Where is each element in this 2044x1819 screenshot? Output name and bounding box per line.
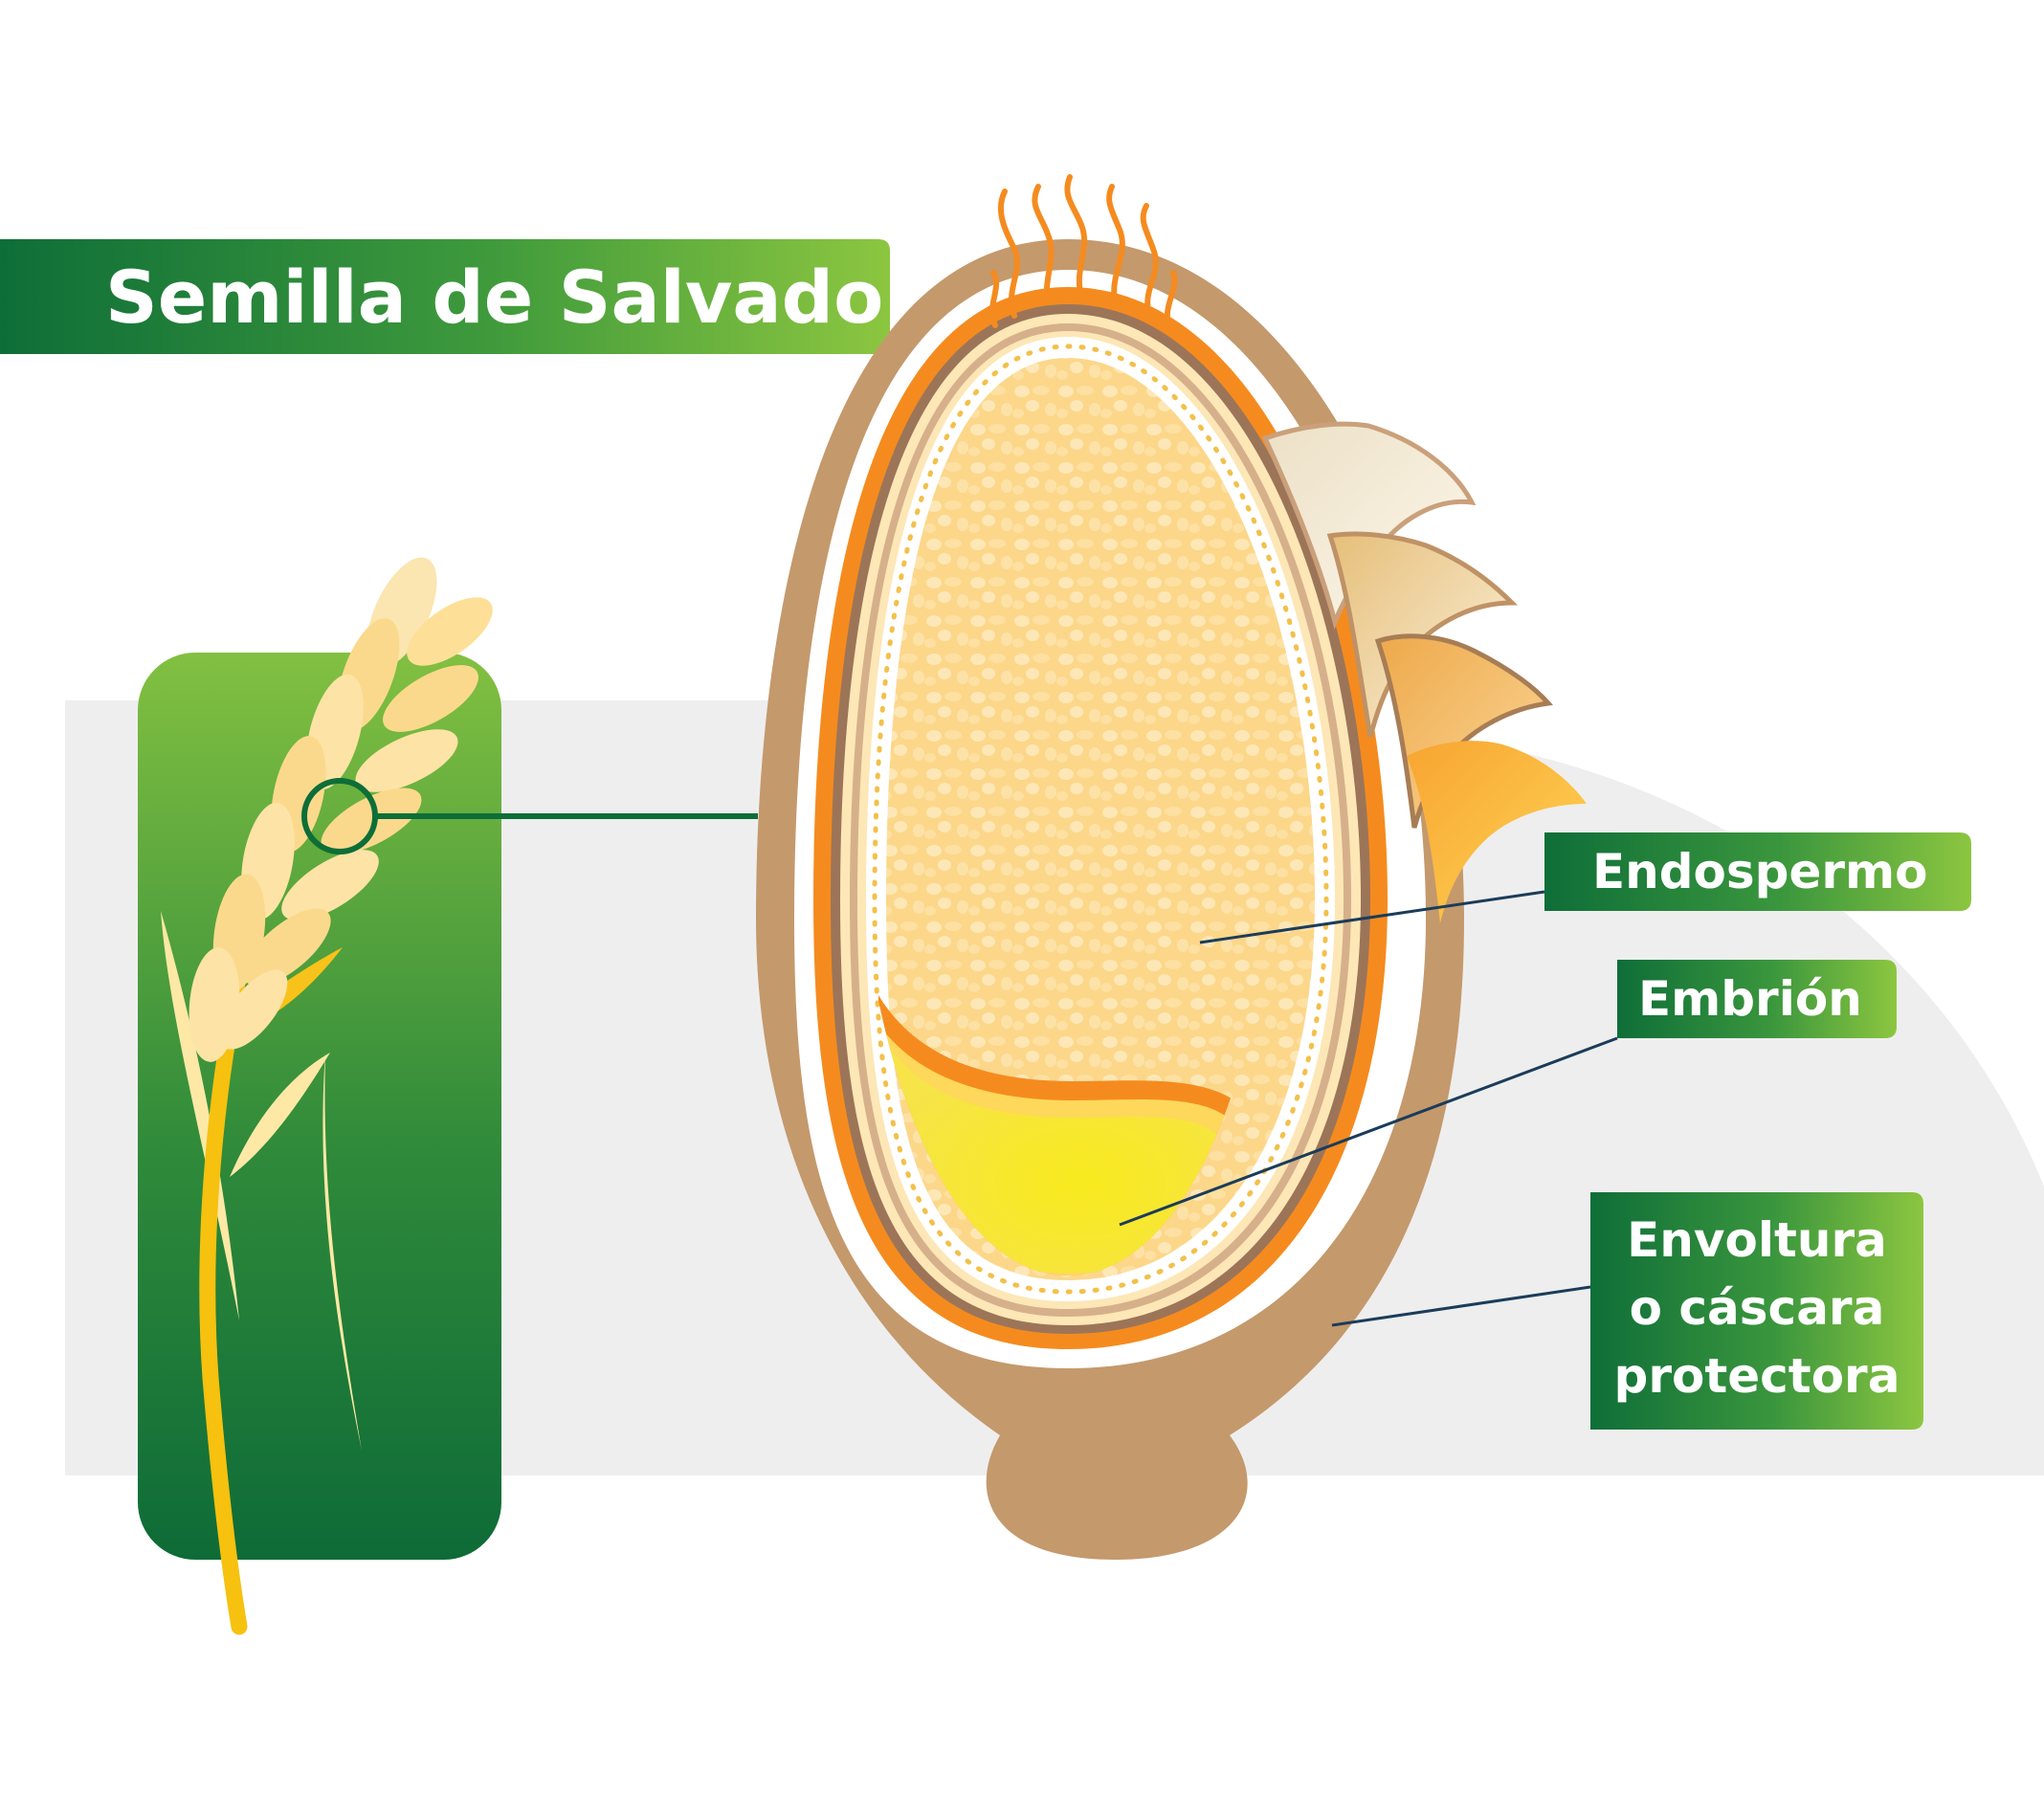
husk-label-line-2: o cáscara [1630,1280,1885,1336]
embryo-label: Embrión [1638,971,1862,1027]
seed-cross-section [756,174,1587,1560]
endosperm-label-box: Endospermo [1544,832,1971,911]
embryo-leader [1119,1036,1618,1227]
bran-flake [1407,741,1587,923]
bran-flake [1261,421,1477,630]
endosperm-leader [1199,890,1545,944]
title-badge: Semilla de Salvado [0,239,890,354]
endosperm-label: Endospermo [1592,844,1927,899]
husk-label-box: Envoltura o cáscara protectora [1590,1192,1923,1430]
seed-hairs [989,174,1178,328]
embryo-label-box: Embrión [1617,960,1897,1038]
husk-label-line-1: Envoltura [1627,1212,1887,1268]
husk-label-line-3: protectora [1614,1348,1900,1404]
wheat-stalk-icon [161,557,493,1635]
wheat-panel [138,653,501,1560]
embryo [890,1048,1236,1273]
diagram-title: Semilla de Salvado [105,255,883,340]
endosperm [886,358,1315,1280]
husk-leader [1331,1285,1591,1327]
